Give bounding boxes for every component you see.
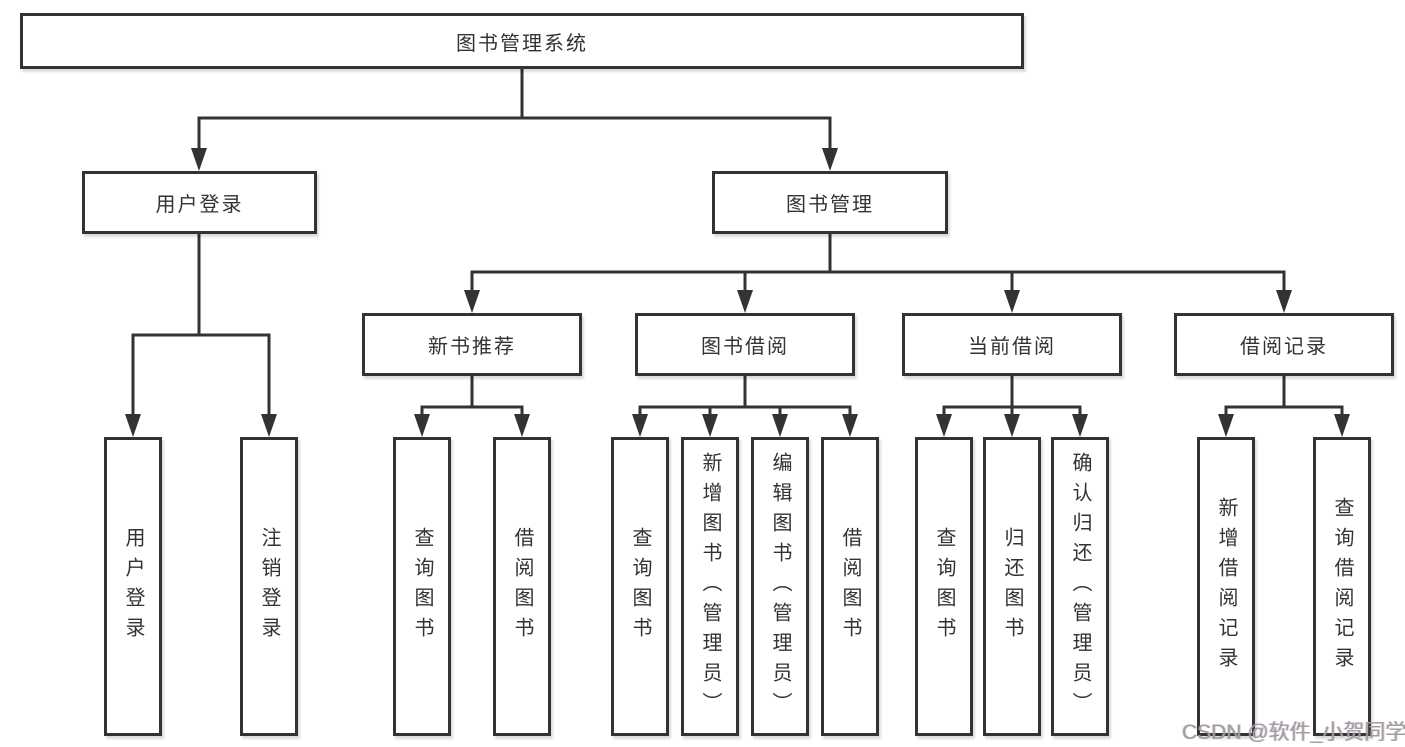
leaf-confirm-return-admin: 确认归还（管理员）	[1051, 437, 1109, 736]
leaf-current-query-books: 查询图书	[915, 437, 973, 736]
connector-new-book-recommendation	[420, 376, 524, 417]
node-new-book-recommendation: 新书推荐	[362, 313, 582, 376]
leaf-borrowing-query-books: 查询图书	[611, 437, 669, 736]
node-borrowing-records-label: 借阅记录	[1240, 336, 1328, 358]
leaf-recommend-query-books-label: 查询图书	[411, 526, 433, 647]
arrowhead	[261, 414, 277, 437]
arrowhead	[1072, 414, 1088, 437]
node-borrowing-records: 借阅记录	[1174, 313, 1394, 376]
leaf-logout-label: 注销登录	[258, 526, 280, 647]
arrowhead	[464, 290, 480, 313]
node-current-borrowing: 当前借阅	[902, 313, 1122, 376]
connector-book-management-to-level3	[470, 233, 1286, 292]
connector-current-borrowing	[942, 376, 1082, 417]
leaf-borrowing-borrow-books: 借阅图书	[821, 437, 879, 736]
leaf-user-login-label: 用户登录	[122, 526, 144, 647]
arrowhead	[936, 414, 952, 437]
node-new-book-recommendation-label: 新书推荐	[428, 336, 516, 358]
leaf-add-book-admin-label: 新增图书（管理员）	[699, 451, 721, 722]
connector-root-to-level2	[197, 69, 832, 150]
leaf-user-login: 用户登录	[104, 437, 162, 736]
node-current-borrowing-label: 当前借阅	[968, 336, 1056, 358]
leaf-confirm-return-admin-label: 确认归还（管理员）	[1069, 451, 1091, 722]
arrowhead	[772, 414, 788, 437]
node-book-borrowing: 图书借阅	[635, 313, 855, 376]
leaf-recommend-borrow-books-label: 借阅图书	[511, 526, 533, 647]
arrowhead	[1276, 290, 1292, 313]
csdn-watermark: CSDN @软件_小贺同学	[1182, 721, 1405, 744]
arrowhead	[632, 414, 648, 437]
leaf-add-borrow-record: 新增借阅记录	[1197, 437, 1255, 736]
leaf-return-books: 归还图书	[983, 437, 1041, 736]
leaf-borrowing-query-books-label: 查询图书	[629, 526, 651, 647]
arrowhead	[414, 414, 430, 437]
leaf-add-book-admin: 新增图书（管理员）	[681, 437, 739, 736]
arrowhead	[191, 148, 207, 171]
arrowhead	[822, 148, 838, 171]
leaf-recommend-query-books: 查询图书	[393, 437, 451, 736]
node-root-label: 图书管理系统	[456, 32, 588, 55]
arrowhead	[1334, 414, 1350, 437]
node-book-borrowing-label: 图书借阅	[701, 336, 789, 358]
leaf-borrowing-borrow-books-label: 借阅图书	[839, 526, 861, 647]
node-book-management-label: 图书管理	[786, 194, 874, 216]
arrowhead	[842, 414, 858, 437]
leaf-edit-book-admin-label: 编辑图书（管理员）	[769, 451, 791, 722]
arrowhead	[702, 414, 718, 437]
connector-user-login-to-leaves	[131, 234, 271, 416]
leaf-logout: 注销登录	[240, 437, 298, 736]
leaf-edit-book-admin: 编辑图书（管理员）	[751, 437, 809, 736]
arrowhead	[125, 414, 141, 437]
arrowhead	[1218, 414, 1234, 437]
arrowhead	[514, 414, 530, 437]
leaf-current-query-books-label: 查询图书	[933, 526, 955, 647]
node-root: 图书管理系统	[20, 13, 1024, 69]
node-book-management: 图书管理	[712, 171, 948, 234]
connector-book-borrowing	[638, 376, 852, 417]
leaf-recommend-borrow-books: 借阅图书	[493, 437, 551, 736]
leaf-return-books-label: 归还图书	[1001, 526, 1023, 647]
leaf-add-borrow-record-label: 新增借阅记录	[1215, 496, 1237, 677]
arrowhead	[1004, 290, 1020, 313]
node-user-login-label: 用户登录	[155, 194, 244, 216]
connector-borrowing-records	[1224, 376, 1344, 417]
arrowhead	[1004, 414, 1020, 437]
arrowhead	[737, 290, 753, 313]
node-user-login: 用户登录	[82, 171, 317, 234]
leaf-query-borrow-record-label: 查询借阅记录	[1331, 496, 1353, 677]
leaf-query-borrow-record: 查询借阅记录	[1313, 437, 1371, 736]
